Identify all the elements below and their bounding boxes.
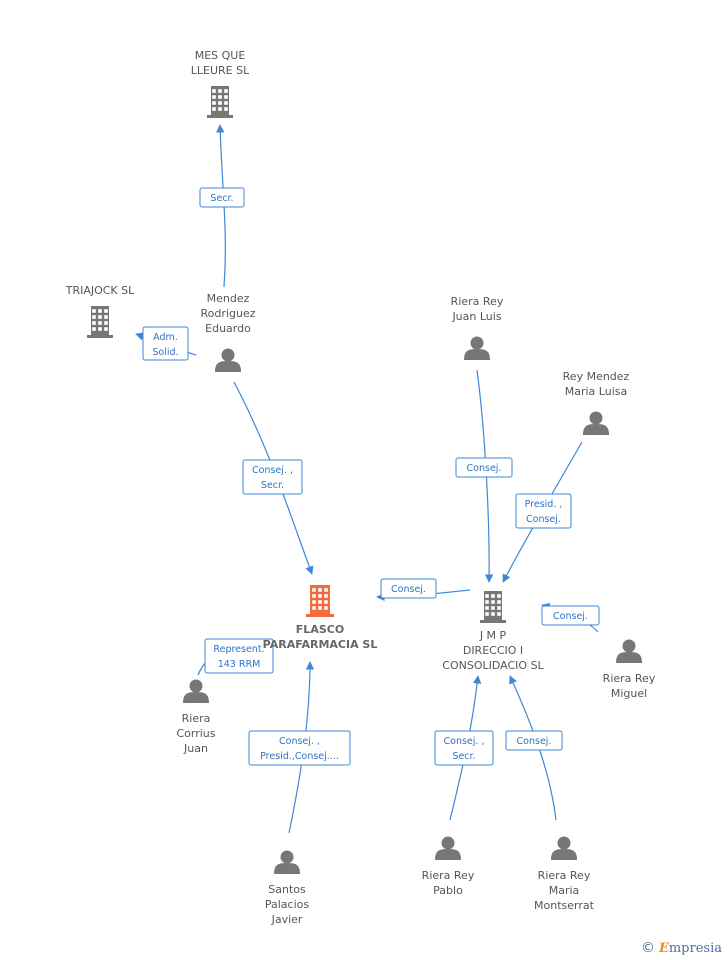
node-label: Riera Rey [538,869,591,882]
edge-label-text: Presid. , [525,499,563,510]
node-label: TRIAJOCK SL [65,284,135,297]
node-label: LLEURE SL [191,64,250,77]
edge-label-box [434,730,494,766]
building-icon [207,86,233,118]
edge-label-text: Secr. [261,480,284,491]
node-label: Maria Luisa [565,385,627,398]
node-label: Riera Rey [422,869,475,882]
edge-label-text: Solid. [152,347,178,358]
edge-label-text: Consej. , [444,736,485,747]
edge-label-e7[interactable]: Consej. [541,605,600,626]
edge-label-text: Represent. [213,644,264,655]
edge-label-text: Secr. [210,193,233,204]
edge-label-box [380,578,437,599]
edge-label-box [142,326,189,361]
copyright-icon: © [640,940,655,956]
node-jmp[interactable]: J M P DIRECCIO I CONSOLIDACIO SL [442,591,545,672]
edge-label-box [242,459,303,495]
edge-label-text: Adm. [153,332,178,343]
node-label: PARAFARMACIA SL [263,638,378,651]
node-triajock[interactable]: TRIAJOCK SL [65,284,135,338]
node-label: Montserrat [534,899,595,912]
edge-label-box [515,493,572,529]
edge-labels-layer: Secr.Adm.Solid.Consej. ,Secr.Consej.Pres… [142,187,600,766]
edge-label-text: 143 RRM [218,659,261,670]
person-icon [215,348,241,372]
edge-label-text: Consej. [467,463,502,474]
edge-label-e1[interactable]: Secr. [199,187,245,208]
edge-label-e8[interactable]: Represent. 143 RRM [204,638,274,674]
person-icon [274,850,300,874]
edge-label-e9[interactable]: Consej. , Presid.,Consej.... [248,730,351,766]
edge-label-e6[interactable]: Consej. [380,578,437,599]
node-label: MES QUE [195,49,246,62]
building-icon [480,591,506,623]
edge-label-box [505,730,563,751]
edge-label-text: Consej. [391,584,426,595]
edge-label-e2[interactable]: Adm. Solid. [142,326,189,361]
person-icon [551,836,577,860]
node-label: Mendez [207,292,250,305]
person-icon [183,679,209,703]
edge-label-box [455,457,513,478]
node-label: Riera [182,712,211,725]
edge-label-box [204,638,274,674]
person-icon [583,411,609,435]
edge-mendez-to-mesque [216,124,226,288]
edge-label-text: Secr. [452,751,475,762]
node-label: Riera Rey [451,295,504,308]
node-label: Riera Rey [603,672,656,685]
edge-label-text: Consej. [517,736,552,747]
node-label: Palacios [265,898,310,911]
edge-label-e5[interactable]: Presid. , Consej. [515,493,572,529]
node-label: Rey Mendez [563,370,630,383]
node-label: Eduardo [205,322,251,335]
node-label: J M P [479,629,507,642]
node-label: FLASCO [296,623,344,636]
node-label: Maria [549,884,580,897]
node-label: Rodriguez [201,307,256,320]
edge-label-text: Consej. , [279,736,320,747]
edge-label-e4[interactable]: Consej. [455,457,513,478]
edge-label-text: Consej. [526,514,561,525]
edge-label-text: Consej. , [252,465,293,476]
node-label: Javier [271,913,303,926]
nodes-layer: MES QUE LLEURE SL TRIAJOCK SL MendezRodrigu… [65,49,656,926]
building-icon [306,585,334,617]
brand-logo: Empresia [658,940,722,956]
person-icon [435,836,461,860]
edge-label-box [248,730,351,766]
node-label: DIRECCIO I [463,644,523,657]
node-label: Corrius [176,727,215,740]
node-label: Miguel [611,687,647,700]
building-icon [87,306,113,338]
node-label: Pablo [433,884,463,897]
edge-label-box [199,187,245,208]
edge-label-text: Consej. [553,611,588,622]
person-icon [616,639,642,663]
node-flasco[interactable]: FLASCO PARAFARMACIA SL [263,585,378,651]
edge-label-e3[interactable]: Consej. , Secr. [242,459,303,495]
node-label: Santos [268,883,306,896]
edge-label-e10[interactable]: Consej. , Secr. [434,730,494,766]
edge-label-e11[interactable]: Consej. [505,730,563,751]
node-mesque[interactable]: MES QUE LLEURE SL [191,49,250,118]
node-label: CONSOLIDACIO SL [442,659,544,672]
node-label: Juan [183,742,208,755]
edge-label-box [541,605,600,626]
person-icon [464,336,490,360]
edge-label-text: Presid.,Consej.... [260,751,339,762]
footer-brand: © Empresia [641,940,722,956]
node-label: Juan Luis [451,310,501,323]
